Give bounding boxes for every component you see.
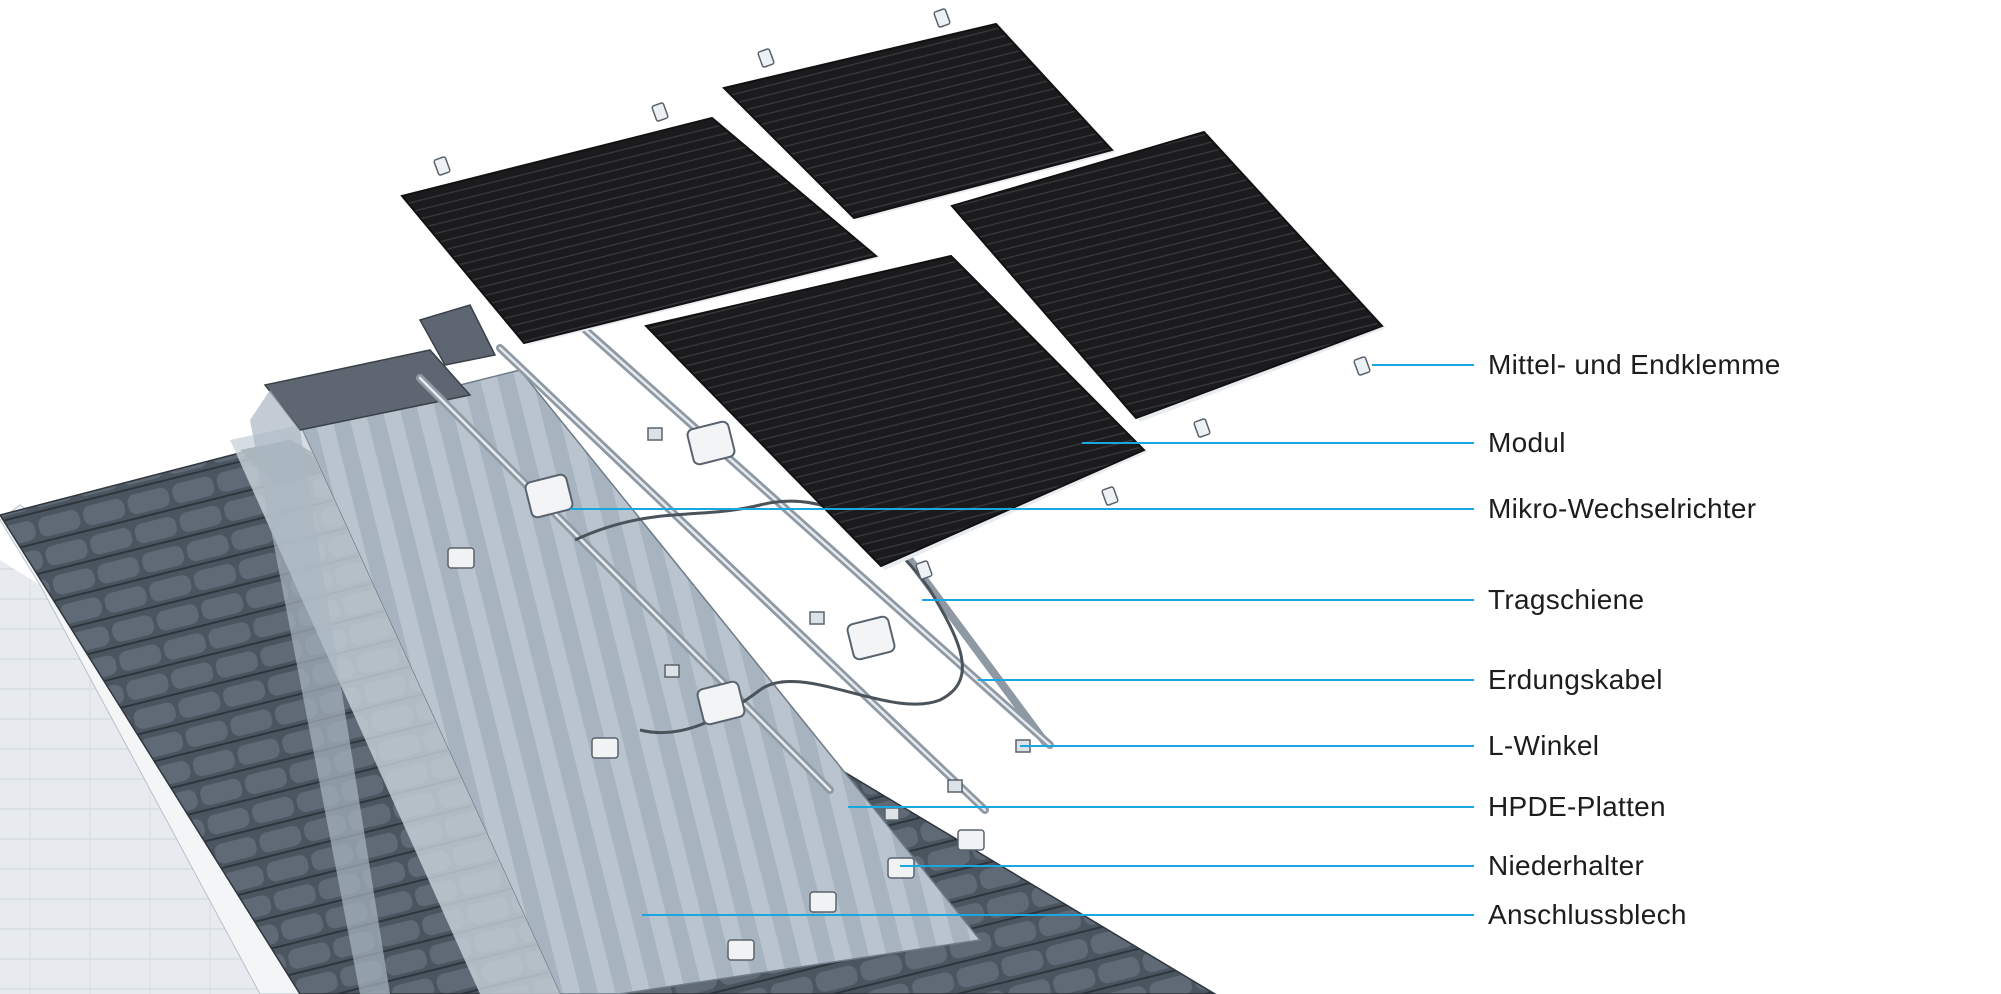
- solar-modules: [400, 22, 1386, 570]
- solar-module: [400, 116, 880, 345]
- hold-down-brackets: [447, 547, 985, 961]
- leader-lines: [570, 364, 1474, 916]
- label-tragschiene: Tragschiene: [1488, 584, 1645, 615]
- label-anschlussblech: Anschlussblech: [1488, 899, 1687, 930]
- label-mittel-und-endklemme: Mittel- und Endklemme: [1488, 349, 1781, 380]
- label-hpde-platten: HPDE-Platten: [1488, 791, 1666, 822]
- solar-module: [722, 22, 1116, 220]
- label-erdungskabel: Erdungskabel: [1488, 664, 1663, 695]
- connection-flashing: [250, 304, 497, 994]
- module-clamps: [433, 8, 1371, 580]
- label-modul: Modul: [1488, 427, 1566, 458]
- solar-module: [644, 254, 1148, 570]
- label-l-winkel: L-Winkel: [1488, 730, 1600, 761]
- l-brackets: [647, 427, 1031, 821]
- label-niederhalter: Niederhalter: [1488, 850, 1645, 881]
- micro-inverters: [524, 420, 896, 726]
- label-mikro-wechselrichter: Mikro-Wechselrichter: [1488, 493, 1757, 524]
- ground-cable: [574, 499, 964, 735]
- solar-module: [950, 130, 1386, 422]
